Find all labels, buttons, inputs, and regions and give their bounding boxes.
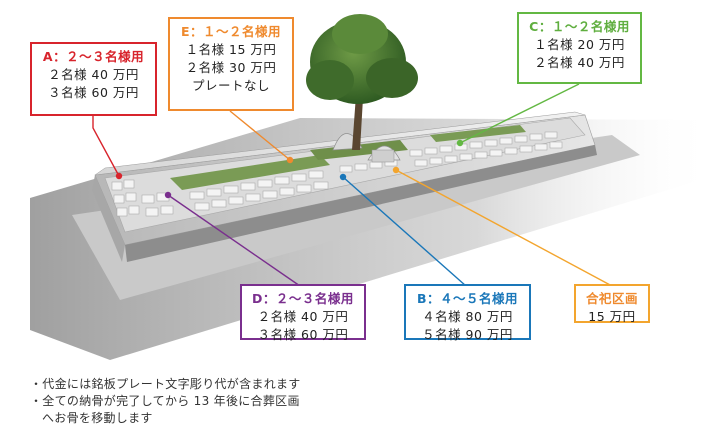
plan-c-price-2: ２名様 40 万円 [534, 55, 625, 70]
plan-a-price-2: ３名様 60 万円 [48, 85, 139, 100]
leader-line-b [342, 176, 467, 287]
notes: ・代金には銘板プレート文字彫り代が含まれます ・全ての納骨が完了してから 13 … [30, 376, 450, 427]
plan-b-title: B：４～５名様用 [416, 291, 519, 306]
plan-c-title: C：１～２名様用 [529, 19, 630, 34]
plan-e-price-2: ２名様 30 万円 [185, 60, 277, 75]
plan-c-price-1: １名様 20 万円 [534, 37, 625, 52]
plan-a-title: A：２～３名様用 [42, 49, 145, 64]
plan-e-note: プレートなし [191, 78, 270, 93]
plan-e-box: E：１～２名様用 １名様 15 万円 ２名様 30 万円 プレートなし [168, 17, 294, 111]
joint-burial-price: 15 万円 [588, 309, 636, 324]
leader-lines [92, 83, 613, 287]
plan-a-box: A：２～３名様用 ２名様 40 万円 ３名様 60 万円 [30, 42, 157, 116]
leader-line-d [167, 194, 301, 287]
plan-d-box: D：２～３名様用 ２名様 40 万円 ３名様 60 万円 [240, 284, 366, 342]
leader-line-g [395, 169, 613, 287]
plan-d-price-2: ３名様 60 万円 [257, 327, 349, 342]
plan-e-title: E：１～２名様用 [180, 24, 282, 39]
note-line-3: へお骨を移動します [42, 411, 153, 425]
plan-d-title: D：２～３名様用 [252, 291, 354, 306]
plan-a-price-1: ２名様 40 万円 [48, 67, 139, 82]
note-line-1: ・代金には銘板プレート文字彫り代が含まれます [30, 377, 301, 391]
grass-strip-1 [170, 155, 330, 190]
joint-burial-title: 合祀区画 [585, 291, 638, 306]
plan-b-price-1: ４名様 80 万円 [422, 309, 513, 324]
plaque-grid [111, 131, 563, 217]
leader-line-a [92, 116, 120, 177]
leader-line-c [459, 83, 580, 144]
plan-d-price-1: ２名様 40 万円 [257, 309, 349, 324]
leader-line-e [229, 110, 291, 161]
note-line-2: ・全ての納骨が完了してから 13 年後に合葬区画 [30, 394, 300, 408]
monument-base [125, 145, 597, 262]
joint-burial-box: 合祀区画 15 万円 [574, 284, 650, 324]
tree [306, 14, 418, 150]
plan-e-price-1: １名様 15 万円 [185, 42, 277, 57]
monument-left-face [92, 175, 125, 262]
plan-c-box: C：１～２名様用 １名様 20 万円 ２名様 40 万円 [517, 12, 642, 84]
plan-b-box: B：４～５名様用 ４名様 80 万円 ５名様 90 万円 [404, 284, 531, 342]
plan-b-price-2: ５名様 90 万円 [422, 327, 513, 342]
